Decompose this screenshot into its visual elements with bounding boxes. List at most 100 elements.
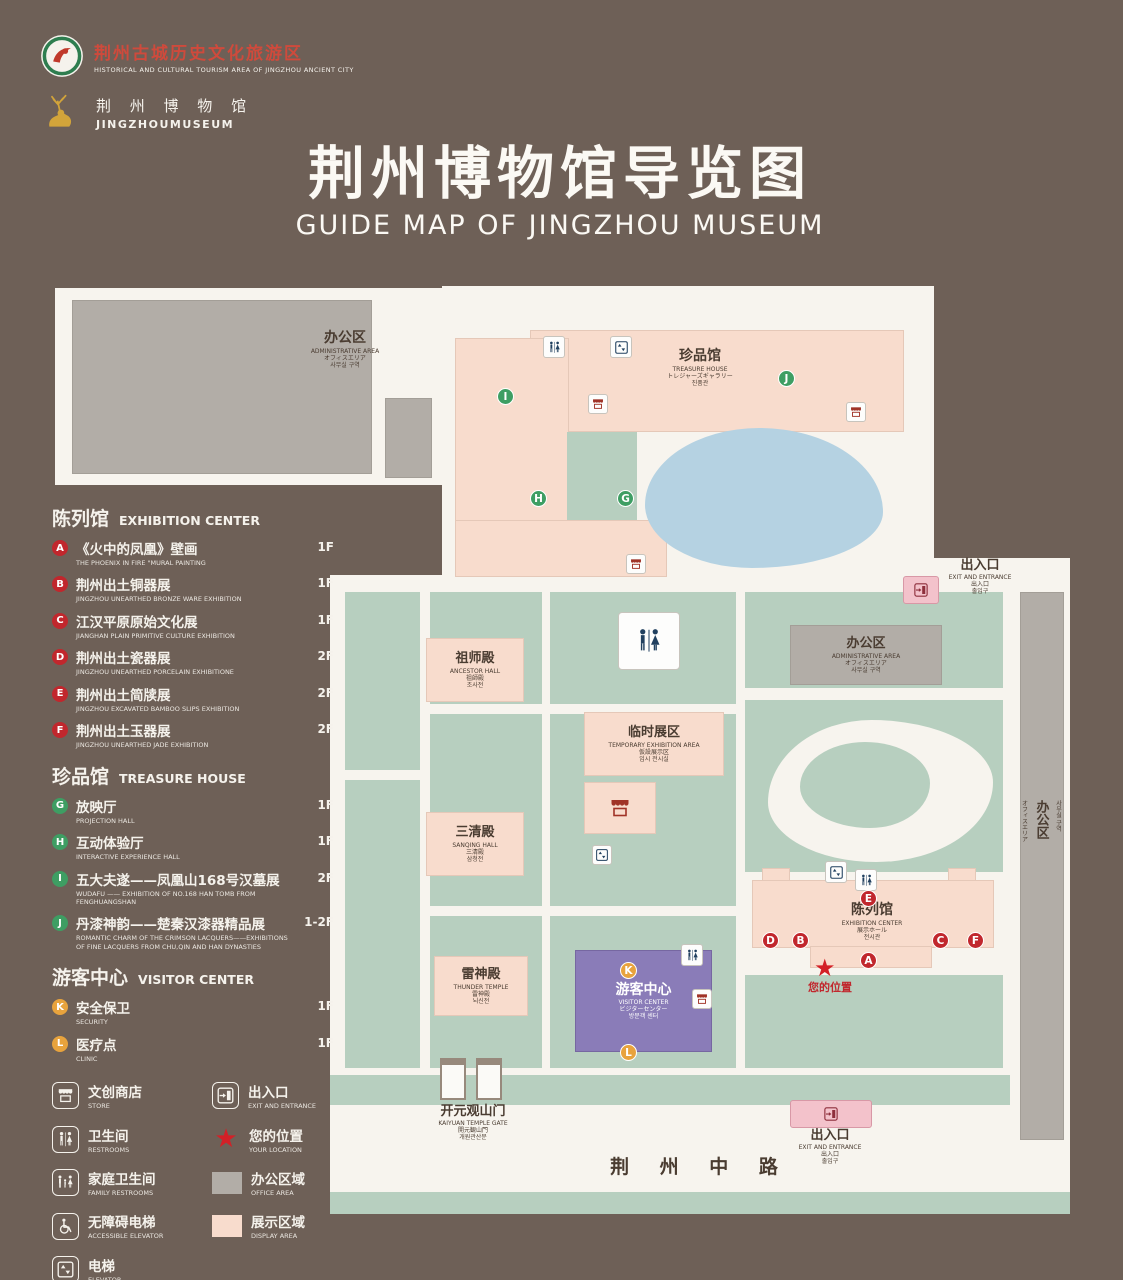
- label-temporary-exhibition: 临时展区 TEMPORARY EXHIBITION AREA 仮設展示区 임시 …: [608, 725, 700, 763]
- badge-i: I: [52, 870, 68, 887]
- store-icon: [692, 989, 712, 1009]
- badge-k: K: [52, 999, 68, 1016]
- restroom-icon: [681, 944, 703, 966]
- store-icon: [846, 402, 866, 422]
- label-treasure-house: 珍品馆 TREASURE HOUSE トレジャーズギャラリー 진품관: [667, 348, 733, 387]
- badge-f: F: [52, 722, 68, 739]
- label-exhibition-center: 陈列馆 EXHIBITION CENTER 展示ホール 전시관: [841, 902, 903, 941]
- exit-marker-bottom: [790, 1100, 872, 1128]
- legend-section-visitor-center: 游客中心 VISITOR CENTER: [52, 967, 254, 990]
- badge-b: B: [52, 576, 68, 593]
- badge-j: J: [52, 915, 68, 932]
- badge-d: D: [52, 649, 68, 666]
- elevator-icon: [592, 845, 612, 865]
- accessible-elevator-icon: [52, 1212, 79, 1240]
- badge-a: A: [52, 540, 68, 556]
- map-marker-g: G: [617, 490, 634, 507]
- museum-logo: 荆 州 博 物 馆 JINGZHOUMUSEUM: [40, 92, 253, 134]
- pond: [645, 428, 883, 568]
- label-sanqing-hall: 三清殿 SANQING HALL 三清殿 삼청전: [452, 825, 498, 863]
- building-visitor-center: 游客中心 VISITOR CENTER ビジターセンター 방문객 센터: [575, 950, 712, 1052]
- building-ancestor-hall: 祖师殿 ANCESTOR HALL 祖師殿 조사전: [426, 638, 524, 702]
- lawn: [345, 592, 420, 770]
- lawn: [345, 780, 420, 1068]
- label-admin-topleft: 办公区 ADMINISTRATIVE AREA オフィスエリア 사무실 구역: [310, 330, 380, 369]
- museum-title-zh: 荆 州 博 物 馆: [96, 97, 254, 115]
- elevator-icon: [825, 861, 847, 883]
- map-marker-j: J: [778, 370, 795, 387]
- label-exit-bottom: 出入口 EXIT AND ENTRANCE 出入口 출입구: [798, 1128, 862, 1166]
- map-marker-f: F: [967, 932, 984, 949]
- legend-section-treasure-house: 珍品馆 TREASURE HOUSE: [52, 765, 246, 788]
- lawn: [745, 975, 1003, 1068]
- map-marker-a: A: [860, 952, 877, 969]
- label-your-location: 您的位置: [808, 981, 852, 994]
- kaiyuan-gate-icon: [440, 1058, 502, 1100]
- tourism-area-title: 荆州古城历史文化旅游区: [94, 43, 303, 64]
- building-admin-topleft-annex: [385, 398, 432, 478]
- label-admin-mid: 办公区 ADMINISTRATIVE AREA オフィスエリア 사무실 구역: [831, 636, 901, 674]
- map-marker-k: K: [620, 962, 637, 979]
- deer-emblem-icon: [49, 94, 72, 127]
- building-sanqing-hall: 三清殿 SANQING HALL 三清殿 삼청전: [426, 812, 524, 876]
- map-marker-i: I: [497, 388, 514, 405]
- building-thunder-temple: 雷神殿 THUNDER TEMPLE 雷神殿 뇌신전: [434, 956, 528, 1016]
- tourism-area-logo: 荆州古城历史文化旅游区 HISTORICAL AND CULTURAL TOUR…: [40, 34, 354, 78]
- map-marker-l: L: [620, 1044, 637, 1061]
- map-marker-b: B: [792, 932, 809, 949]
- elevator-icon: [52, 1256, 79, 1280]
- label-road: 荆 州 中 路: [610, 1156, 790, 1178]
- your-location-icon: ★: [814, 954, 836, 982]
- museum-title-en: JINGZHOUMUSEUM: [96, 118, 235, 131]
- label-thunder-temple: 雷神殿 THUNDER TEMPLE 雷神殿 뇌신전: [453, 967, 509, 1005]
- exit-icon: [212, 1082, 239, 1110]
- lawn: [430, 714, 542, 906]
- tourism-area-subtitle: HISTORICAL AND CULTURAL TOURISM AREA OF …: [94, 65, 354, 74]
- building-temporary-exhibition: 临时展区 TEMPORARY EXHIBITION AREA 仮設展示区 임시 …: [584, 712, 724, 776]
- lawn-bottom-band: [330, 1075, 1010, 1105]
- tourism-area-emblem-icon: [41, 35, 83, 77]
- badge-c: C: [52, 612, 68, 629]
- office-area-swatch: [212, 1171, 242, 1194]
- map-marker-e: E: [860, 890, 877, 907]
- restroom-icon: [543, 336, 565, 358]
- label-ancestor-hall: 祖师殿 ANCESTOR HALL 祖師殿 조사전: [449, 651, 501, 689]
- road-strip: [330, 1140, 1070, 1195]
- badge-e: E: [52, 685, 68, 702]
- garden-island: [800, 742, 930, 828]
- badge-h: H: [52, 834, 68, 851]
- display-area-swatch: [212, 1215, 242, 1238]
- building-admin-right: [1020, 592, 1064, 1140]
- store-icon: [588, 394, 608, 414]
- restroom-building: [618, 612, 680, 670]
- badge-l: L: [52, 1035, 68, 1052]
- map-marker-c: C: [932, 932, 949, 949]
- label-kaiyuan-gate: 开元观山门 KAIYUAN TEMPLE GATE 開元観山門 개원관산문: [438, 1104, 508, 1142]
- page-subtitle: GUIDE MAP OF JINGZHOU MUSEUM: [295, 210, 825, 241]
- label-exit-top: 出入口 EXIT AND ENTRANCE 出入口 출입구: [948, 558, 1012, 596]
- exit-marker-top: [903, 576, 939, 604]
- your-location-icon: ★: [214, 1124, 238, 1155]
- building-admin-mid: 办公区 ADMINISTRATIVE AREA オフィスエリア 사무실 구역: [790, 625, 942, 685]
- map-marker-h: H: [530, 490, 547, 507]
